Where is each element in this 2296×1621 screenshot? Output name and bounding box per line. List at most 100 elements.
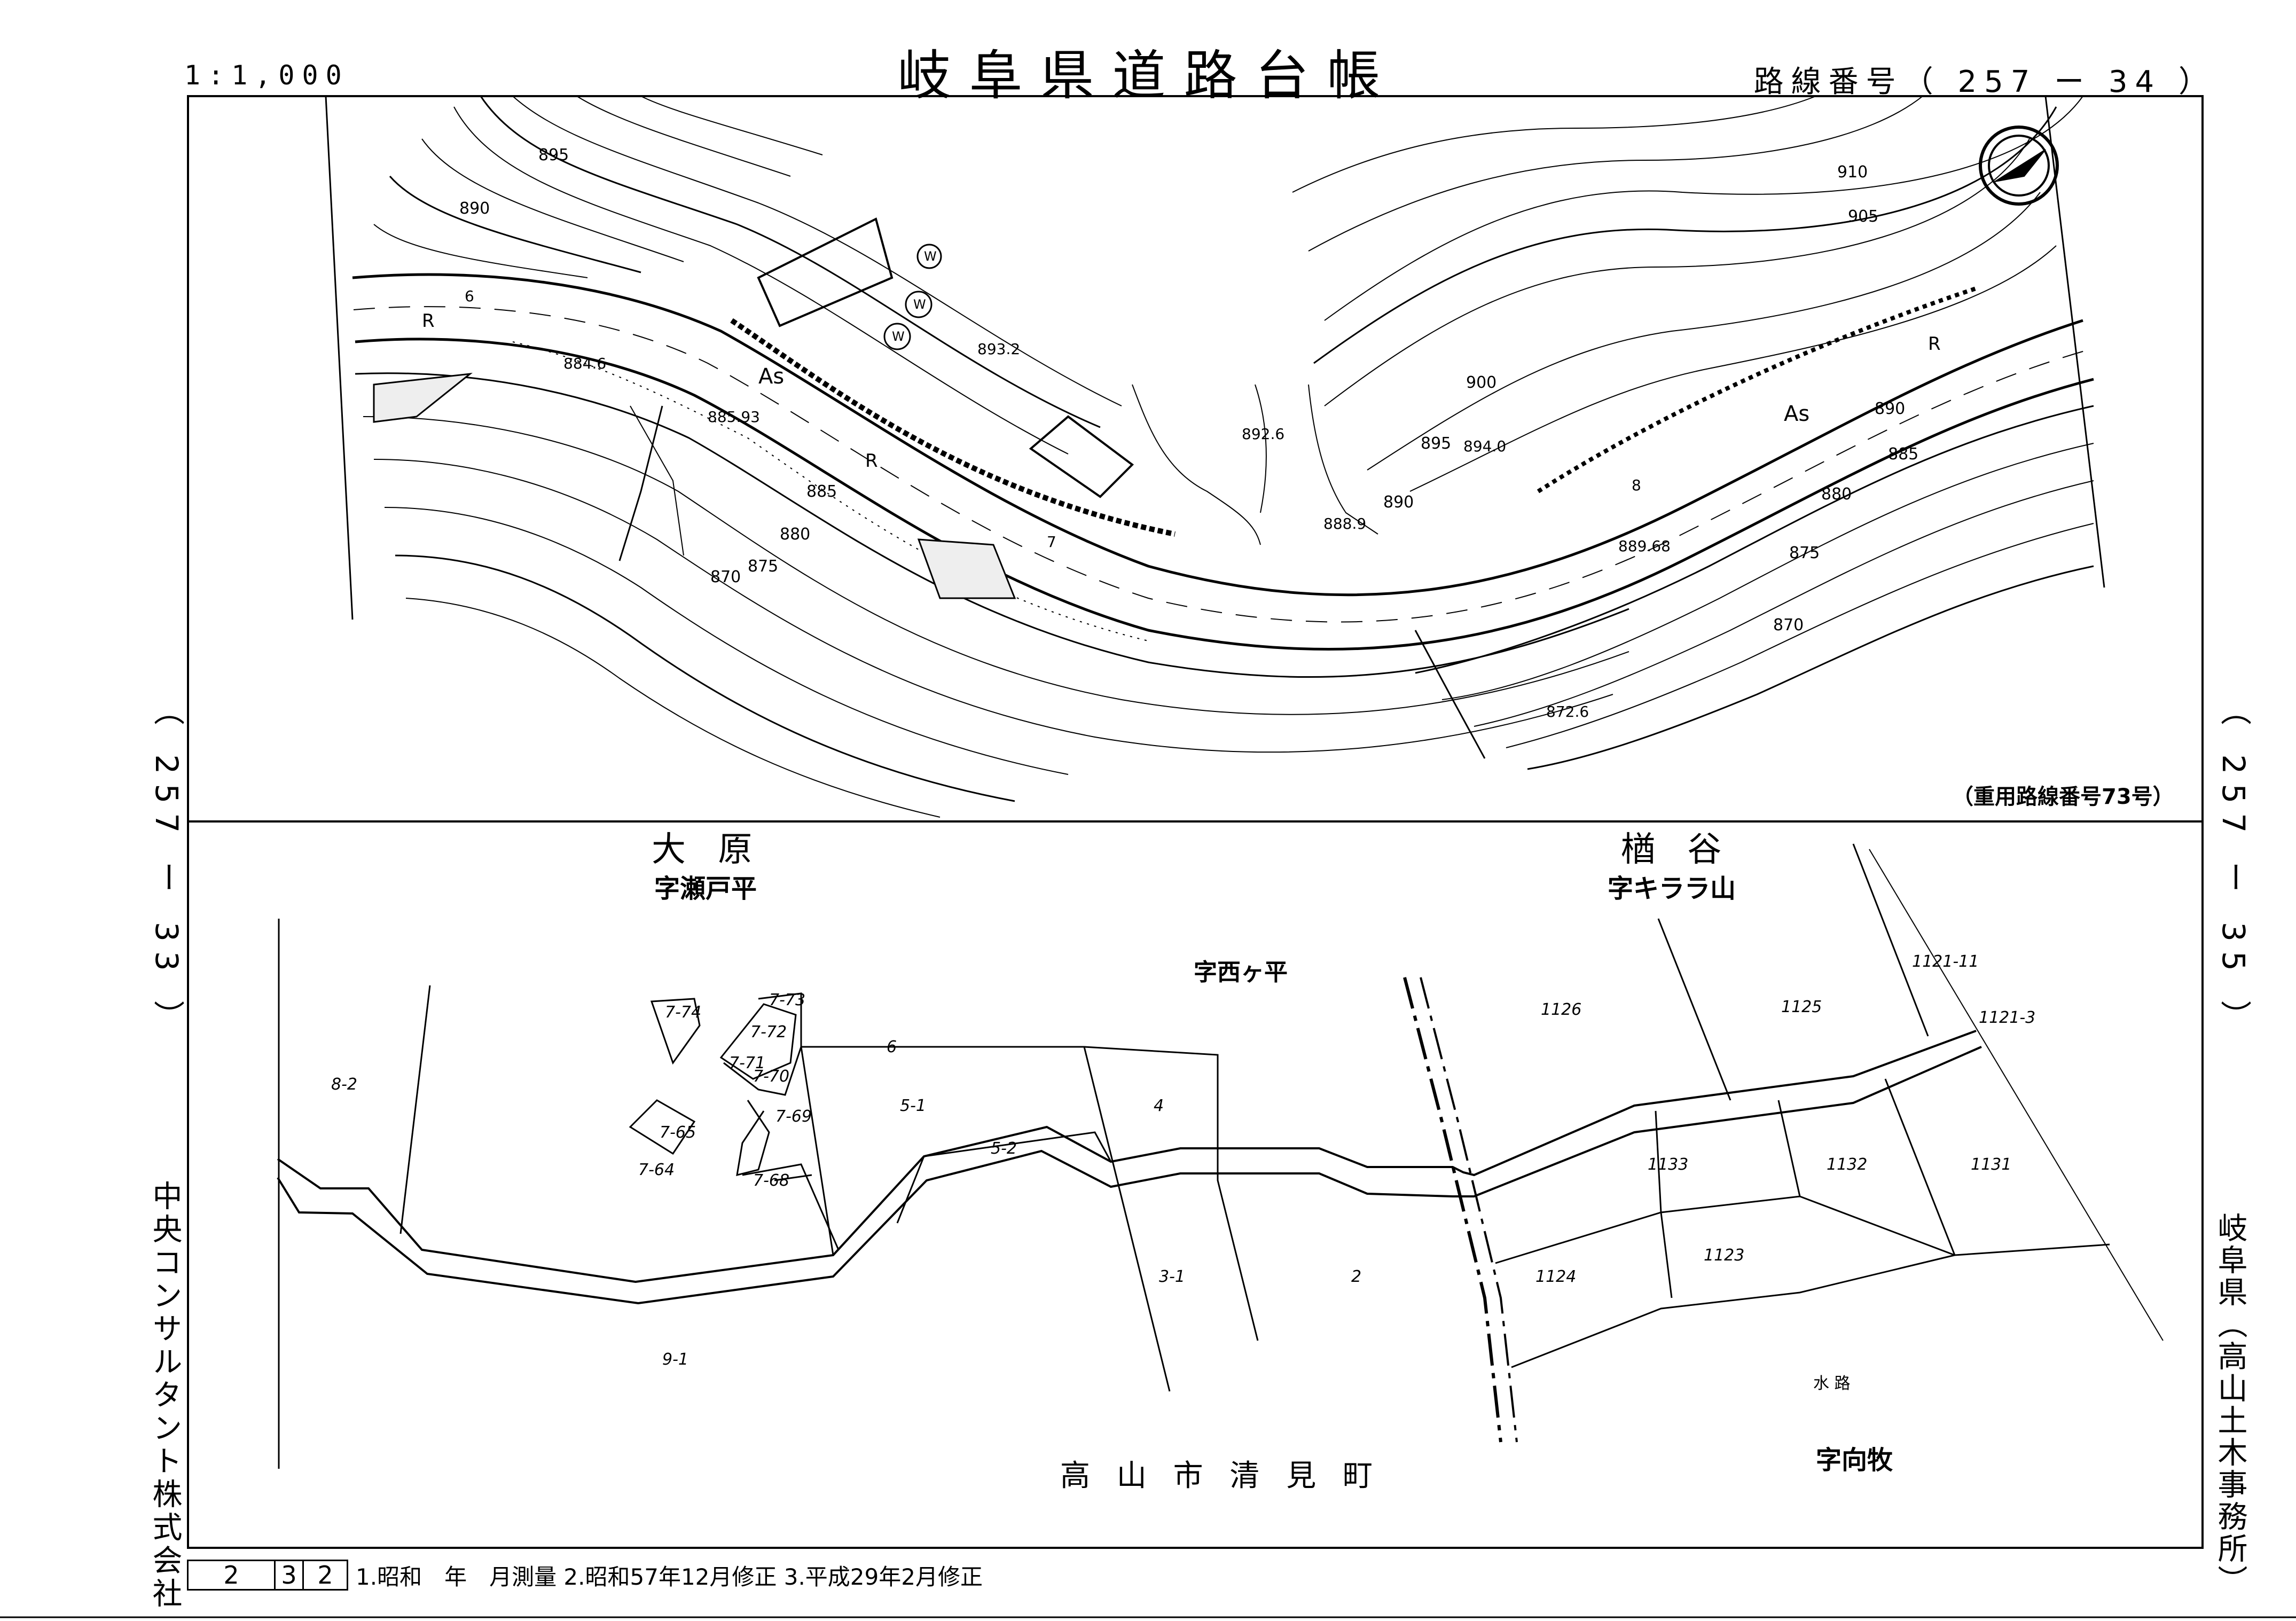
adjacent-sheet-left[interactable]: （ 257 ー 33 ） [148, 694, 185, 1041]
emergency-route-label: （重用路線番号73号） [1952, 785, 2174, 809]
contour-label: 870 [1773, 616, 1804, 635]
district-ohara: 大 原 [652, 830, 763, 870]
contour-label: 870 [710, 568, 741, 586]
road-parcel-north [277, 1030, 1977, 1283]
district-kirara-yama: 字キララ山 [1608, 874, 1736, 904]
north-arrow-inner [1988, 135, 2050, 197]
spot-height: 894.0 [1463, 437, 1506, 455]
contour-label: 910 [1837, 163, 1868, 182]
parcel-number: 2 [1351, 1267, 1361, 1286]
revision-box: 2 [304, 1560, 348, 1591]
parcel-number: 7-69 [775, 1107, 812, 1126]
revision-history: 2 3 2 1.昭和 年 月測量 2.昭和57年12月修正 3.平成29年2月修… [187, 1560, 983, 1591]
building-1 [757, 217, 894, 327]
spot-height: 888.9 [1323, 515, 1366, 532]
parcel-number: 7-65 [660, 1123, 696, 1142]
survey-edge-left [325, 96, 354, 620]
contour-label: 900 [1466, 373, 1496, 392]
parcel-number: 7-72 [750, 1023, 787, 1041]
parcel-number: 1133 [1648, 1155, 1688, 1174]
contour-label: 875 [1789, 544, 1820, 562]
topographic-section [325, 96, 2105, 818]
parcel-number: 3-1 [1159, 1267, 1185, 1286]
pavement-label: As [1784, 402, 1809, 426]
road-mark: 7 [1047, 533, 1056, 551]
contour-label: 895 [1421, 434, 1451, 453]
survey-edge-right [2044, 96, 2105, 588]
waterway-label: 水 路 [1813, 1374, 1851, 1393]
contour-label: 885 [1888, 445, 1918, 464]
spot-height: 892.6 [1242, 425, 1284, 443]
parcel-number: 1131 [1971, 1155, 2011, 1174]
well-mark: W [924, 249, 937, 264]
parcel-number: 1126 [1541, 1000, 1581, 1019]
retaining-wall-right [1537, 286, 1977, 494]
parcel-number: 7-70 [753, 1067, 789, 1086]
spot-height: 889.68 [1618, 537, 1671, 555]
spot-height: 884.6 [563, 355, 606, 372]
revision-text: 1.昭和 年 月測量 2.昭和57年12月修正 3.平成29年2月修正 [356, 1563, 983, 1590]
cadastral-labels: 大 原 字瀬戸平 楢 谷 字キララ山 字西ヶ平 字向牧 高 山 市 清 見 町 … [331, 830, 2035, 1493]
revision-box: 2 [187, 1560, 276, 1591]
route-number: 路線番号（ 257 ー 34 ） [1753, 65, 2216, 99]
contour-label: 875 [748, 557, 778, 576]
road-mark: R [1928, 333, 1941, 355]
road-edge-north [352, 273, 2083, 597]
contour-label: 890 [459, 199, 490, 218]
parcel-number: 1121-3 [1979, 1008, 2035, 1027]
pavement-label: As [758, 364, 784, 389]
contour-label: 890 [1875, 400, 1905, 418]
contour-label: 885 [806, 482, 837, 501]
well-mark: W [892, 329, 905, 344]
parcel-number: 1132 [1827, 1155, 1867, 1174]
cadastral-section [277, 843, 2164, 1469]
parcel-number: 5-1 [900, 1097, 926, 1115]
office-name: 岐阜県（高山土木事務所） [2213, 1212, 2247, 1597]
parcel-number: 7-71 [729, 1054, 765, 1072]
parcel-number: 7-64 [638, 1161, 675, 1179]
parcel-number: 6 [887, 1038, 897, 1056]
parcel-number: 1123 [1704, 1246, 1744, 1265]
road-mark: 6 [465, 287, 474, 305]
district-kusunoki-tani: 楢 谷 [1621, 830, 1732, 870]
district-seto-daira: 字瀬戸平 [654, 874, 757, 904]
parcel-number: 9-1 [662, 1350, 688, 1369]
spot-height: 893.2 [977, 340, 1020, 358]
contour-label: 890 [1383, 493, 1414, 512]
north-arrow-icon [1994, 149, 2046, 182]
parcel-number: 1124 [1535, 1267, 1576, 1286]
contour-label: 895 [538, 146, 569, 165]
parcel-number: 7-74 [665, 1003, 701, 1022]
spot-height: 885.93 [708, 408, 760, 426]
revision-box: 3 [276, 1560, 304, 1591]
contour-label: 880 [1821, 485, 1852, 504]
building-2 [1029, 415, 1134, 498]
road-edge-south [355, 338, 2094, 651]
city-name: 高 山 市 清 見 町 [1060, 1459, 1381, 1493]
parcel-number: 4 [1154, 1097, 1164, 1115]
contour-label: 880 [780, 525, 810, 544]
road-mark: R [422, 310, 435, 332]
adjacent-sheet-right[interactable]: （ 257 ー 35 ） [2215, 694, 2252, 1041]
parcel-number: 8-2 [331, 1075, 357, 1094]
well-mark: W [913, 297, 926, 312]
road-centerline [353, 306, 2089, 623]
district-nishi-ga-daira: 字西ヶ平 [1194, 959, 1288, 986]
parcel-number: 1121-11 [1912, 952, 1979, 971]
district-mukai-maki: 字向牧 [1816, 1445, 1893, 1475]
road-mark: R [865, 450, 878, 472]
parcel-number: 7-68 [753, 1171, 789, 1190]
topographic-labels: As As R R R 6 7 8 884.6 885.93 893.2 892… [422, 146, 2174, 809]
contour-label: 905 [1848, 207, 1878, 226]
parcel-number: 5-2 [991, 1139, 1017, 1158]
road-mark: 8 [1632, 476, 1641, 494]
retaining-wall [730, 318, 1176, 537]
company-name: 中央コンサルタント株式会社 [147, 1180, 182, 1611]
municipal-boundary [1403, 977, 1502, 1443]
map-scale: 1:1,000 [184, 60, 349, 91]
north-arrow-outer [1979, 126, 2059, 206]
spot-height: 872.6 [1546, 703, 1589, 721]
parcel-number: 7-73 [769, 991, 805, 1009]
parcel-number: 1125 [1781, 998, 1822, 1016]
